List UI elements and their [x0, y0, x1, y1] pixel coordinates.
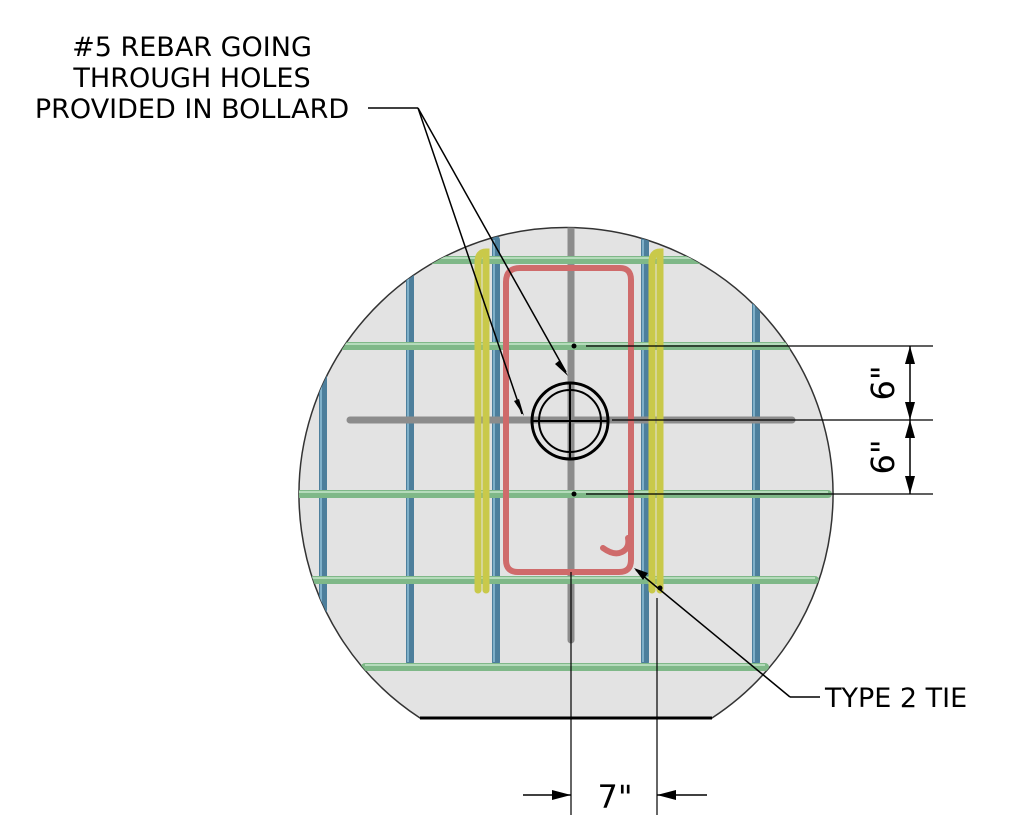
- red-tie-hook: [600, 535, 632, 557]
- dim-horizontal: 7": [597, 778, 632, 816]
- tie-arrow: [634, 568, 648, 580]
- rebar-leader-lines: [368, 107, 567, 415]
- yellow-bar-left: [474, 248, 490, 594]
- dim-vertical-upper: 6": [864, 365, 902, 400]
- rebar-callout-line3: PROVIDED IN BOLLARD: [35, 94, 349, 125]
- red-tie: [503, 265, 634, 575]
- rebar-callout-line2: THROUGH HOLES: [72, 63, 310, 94]
- rebar-arrow-upper: [555, 360, 568, 376]
- horizontal-dim-extensions: [570, 572, 658, 815]
- rebar-callout-line1: #5 REBAR GOING: [72, 32, 312, 63]
- concrete-section: [298, 226, 834, 719]
- bollard-hole-icon: [530, 381, 610, 461]
- vertical-dim-extensions: [586, 345, 933, 495]
- tie-callout: TYPE 2 TIE: [824, 683, 967, 714]
- vertical-dim-arrows: [905, 346, 915, 494]
- horizontal-dim-arrows: [552, 790, 676, 800]
- tie-leader-line: [635, 569, 820, 698]
- dim-vertical-lower: 6": [864, 439, 902, 474]
- yellow-bars: [474, 248, 664, 594]
- yellow-bar-right: [648, 248, 664, 594]
- bar-markers: [571, 343, 663, 591]
- rebar-arrow-lower: [514, 399, 524, 416]
